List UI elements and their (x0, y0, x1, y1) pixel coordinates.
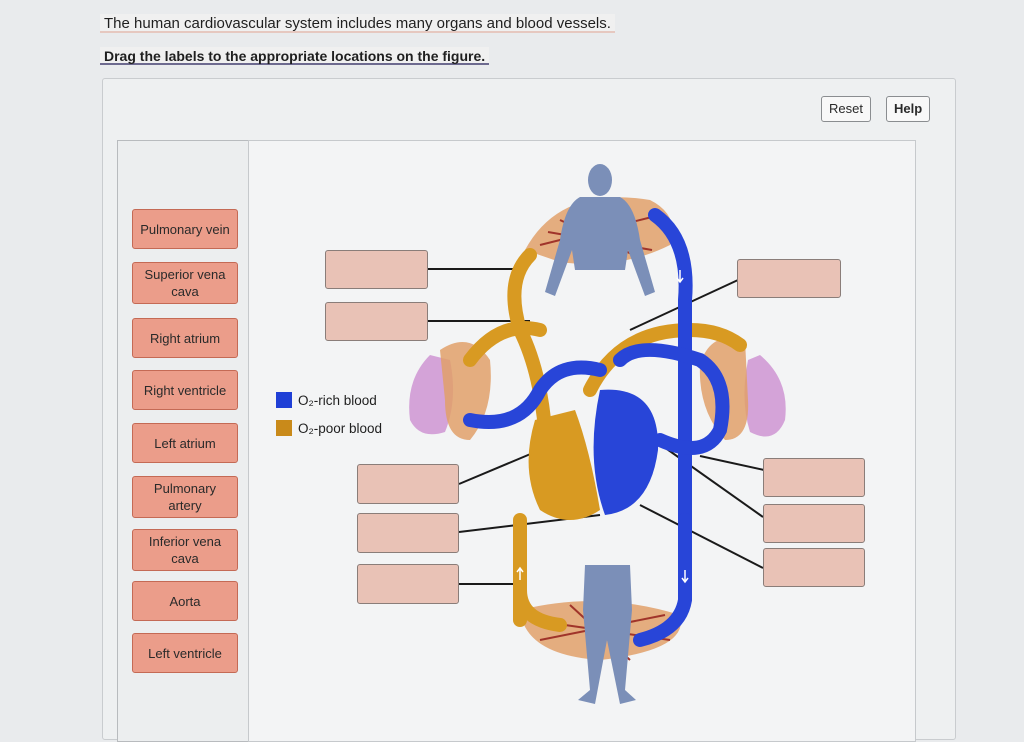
right-lung-icon (699, 337, 786, 440)
legend-item-oxygen-rich: O₂-rich blood (276, 386, 382, 414)
drop-target-4[interactable] (357, 464, 459, 504)
drop-target-5[interactable] (357, 513, 459, 553)
intro-text: The human cardiovascular system includes… (100, 14, 615, 33)
drop-target-3[interactable] (737, 259, 841, 298)
drop-target-8[interactable] (763, 504, 865, 543)
instruction-text: Drag the labels to the appropriate locat… (100, 47, 490, 65)
help-button[interactable]: Help (886, 96, 931, 122)
oxygen-rich-swatch (276, 392, 292, 408)
drop-target-1[interactable] (325, 250, 428, 289)
label-superior-vena-cava[interactable]: Superior vena cava (132, 262, 238, 304)
label-right-ventricle[interactable]: Right ventricle (132, 370, 238, 410)
legend-label: O₂-rich blood (298, 392, 377, 408)
heart-right-side (528, 410, 600, 520)
drop-target-6[interactable] (357, 564, 459, 604)
upper-body-icon (545, 164, 655, 296)
label-left-ventricle[interactable]: Left ventricle (132, 633, 238, 673)
heart-left-side (593, 389, 659, 515)
oxygen-rich-vessels (463, 208, 730, 647)
oxygen-poor-vessels (463, 248, 747, 632)
legend-label: O₂-poor blood (298, 420, 383, 436)
lower-body-icon (578, 565, 636, 704)
legend-item-oxygen-poor: O₂-poor blood (276, 414, 382, 442)
drop-target-2[interactable] (325, 302, 428, 341)
label-pulmonary-vein[interactable]: Pulmonary vein (132, 209, 238, 249)
label-aorta[interactable]: Aorta (132, 581, 238, 621)
drop-target-7[interactable] (763, 458, 865, 497)
drop-target-9[interactable] (763, 548, 865, 587)
flow-arrows (516, 270, 689, 584)
label-left-atrium[interactable]: Left atrium (132, 423, 238, 463)
reset-button[interactable]: Reset (821, 96, 871, 122)
label-pulmonary-artery[interactable]: Pulmonary artery (132, 476, 238, 518)
label-right-atrium[interactable]: Right atrium (132, 318, 238, 358)
oxygen-poor-swatch (276, 420, 292, 436)
legend: O₂-rich blood O₂-poor blood (276, 386, 382, 442)
label-inferior-vena-cava[interactable]: Inferior vena cava (132, 529, 238, 571)
